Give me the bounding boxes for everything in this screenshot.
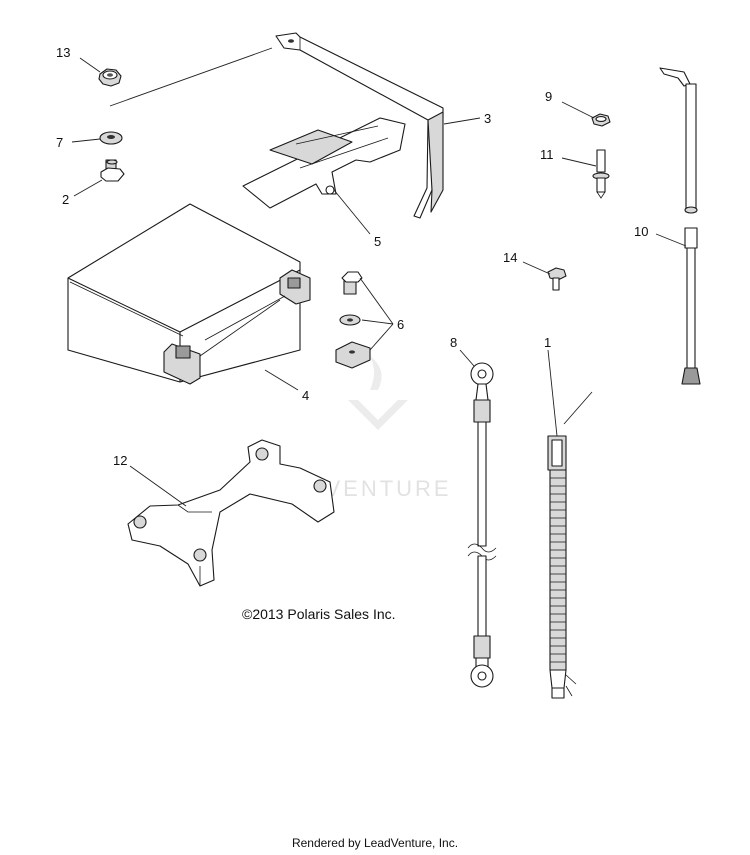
callout-9: 9 [545, 89, 552, 104]
part-6-hardware [335, 271, 371, 369]
callout-3: 3 [484, 111, 491, 126]
leader-10 [655, 233, 687, 247]
callout-4: 4 [302, 388, 309, 403]
part-4-battery [67, 203, 311, 385]
leader-7 [71, 138, 101, 143]
leader-14 [522, 261, 551, 275]
leader-6b [361, 319, 394, 325]
part-13-nut [98, 68, 122, 87]
leader-9 [561, 101, 595, 119]
part-11-stud [592, 149, 610, 199]
part-7-washer [99, 131, 123, 145]
leader-8 [459, 349, 475, 367]
part-2-bolt [100, 159, 125, 182]
watermark-logo-icon [348, 400, 408, 430]
part-8-cable [467, 362, 497, 688]
part-12-tray [127, 439, 335, 587]
callout-12: 12 [113, 453, 127, 468]
leader-6c [369, 323, 394, 351]
part-1-cable [547, 391, 593, 699]
leader-12 [129, 465, 187, 507]
leader-3 [443, 117, 481, 125]
leader-5 [333, 189, 371, 235]
leader-4 [264, 369, 299, 391]
leader-2 [73, 179, 103, 197]
leader-1 [547, 349, 558, 437]
callout-7: 7 [56, 135, 63, 150]
leader-6a [359, 277, 394, 325]
callout-labels: 13 7 2 3 5 4 6 12 9 11 14 10 8 1 [56, 45, 648, 468]
callout-8: 8 [450, 335, 457, 350]
leader-lines [71, 47, 687, 507]
callout-11: 11 [540, 147, 554, 162]
footer-text: Rendered by LeadVenture, Inc. [291, 836, 459, 850]
callout-6: 6 [397, 317, 404, 332]
part-3-strap [275, 32, 444, 219]
callout-10: 10 [634, 224, 648, 239]
part-9-nut [591, 113, 611, 127]
callout-13: 13 [56, 45, 70, 60]
part-5-cover [242, 117, 406, 209]
leader-13-strap [109, 47, 273, 107]
leader-13 [79, 57, 101, 73]
part-14-screw [547, 267, 567, 291]
leader-11 [561, 157, 597, 167]
callout-5: 5 [374, 234, 381, 249]
copyright-text: ©2013 Polaris Sales Inc. [242, 606, 396, 622]
part-10-vent-tube [659, 67, 701, 385]
callout-1: 1 [544, 335, 551, 350]
callout-14: 14 [503, 250, 517, 265]
callout-2: 2 [62, 192, 69, 207]
